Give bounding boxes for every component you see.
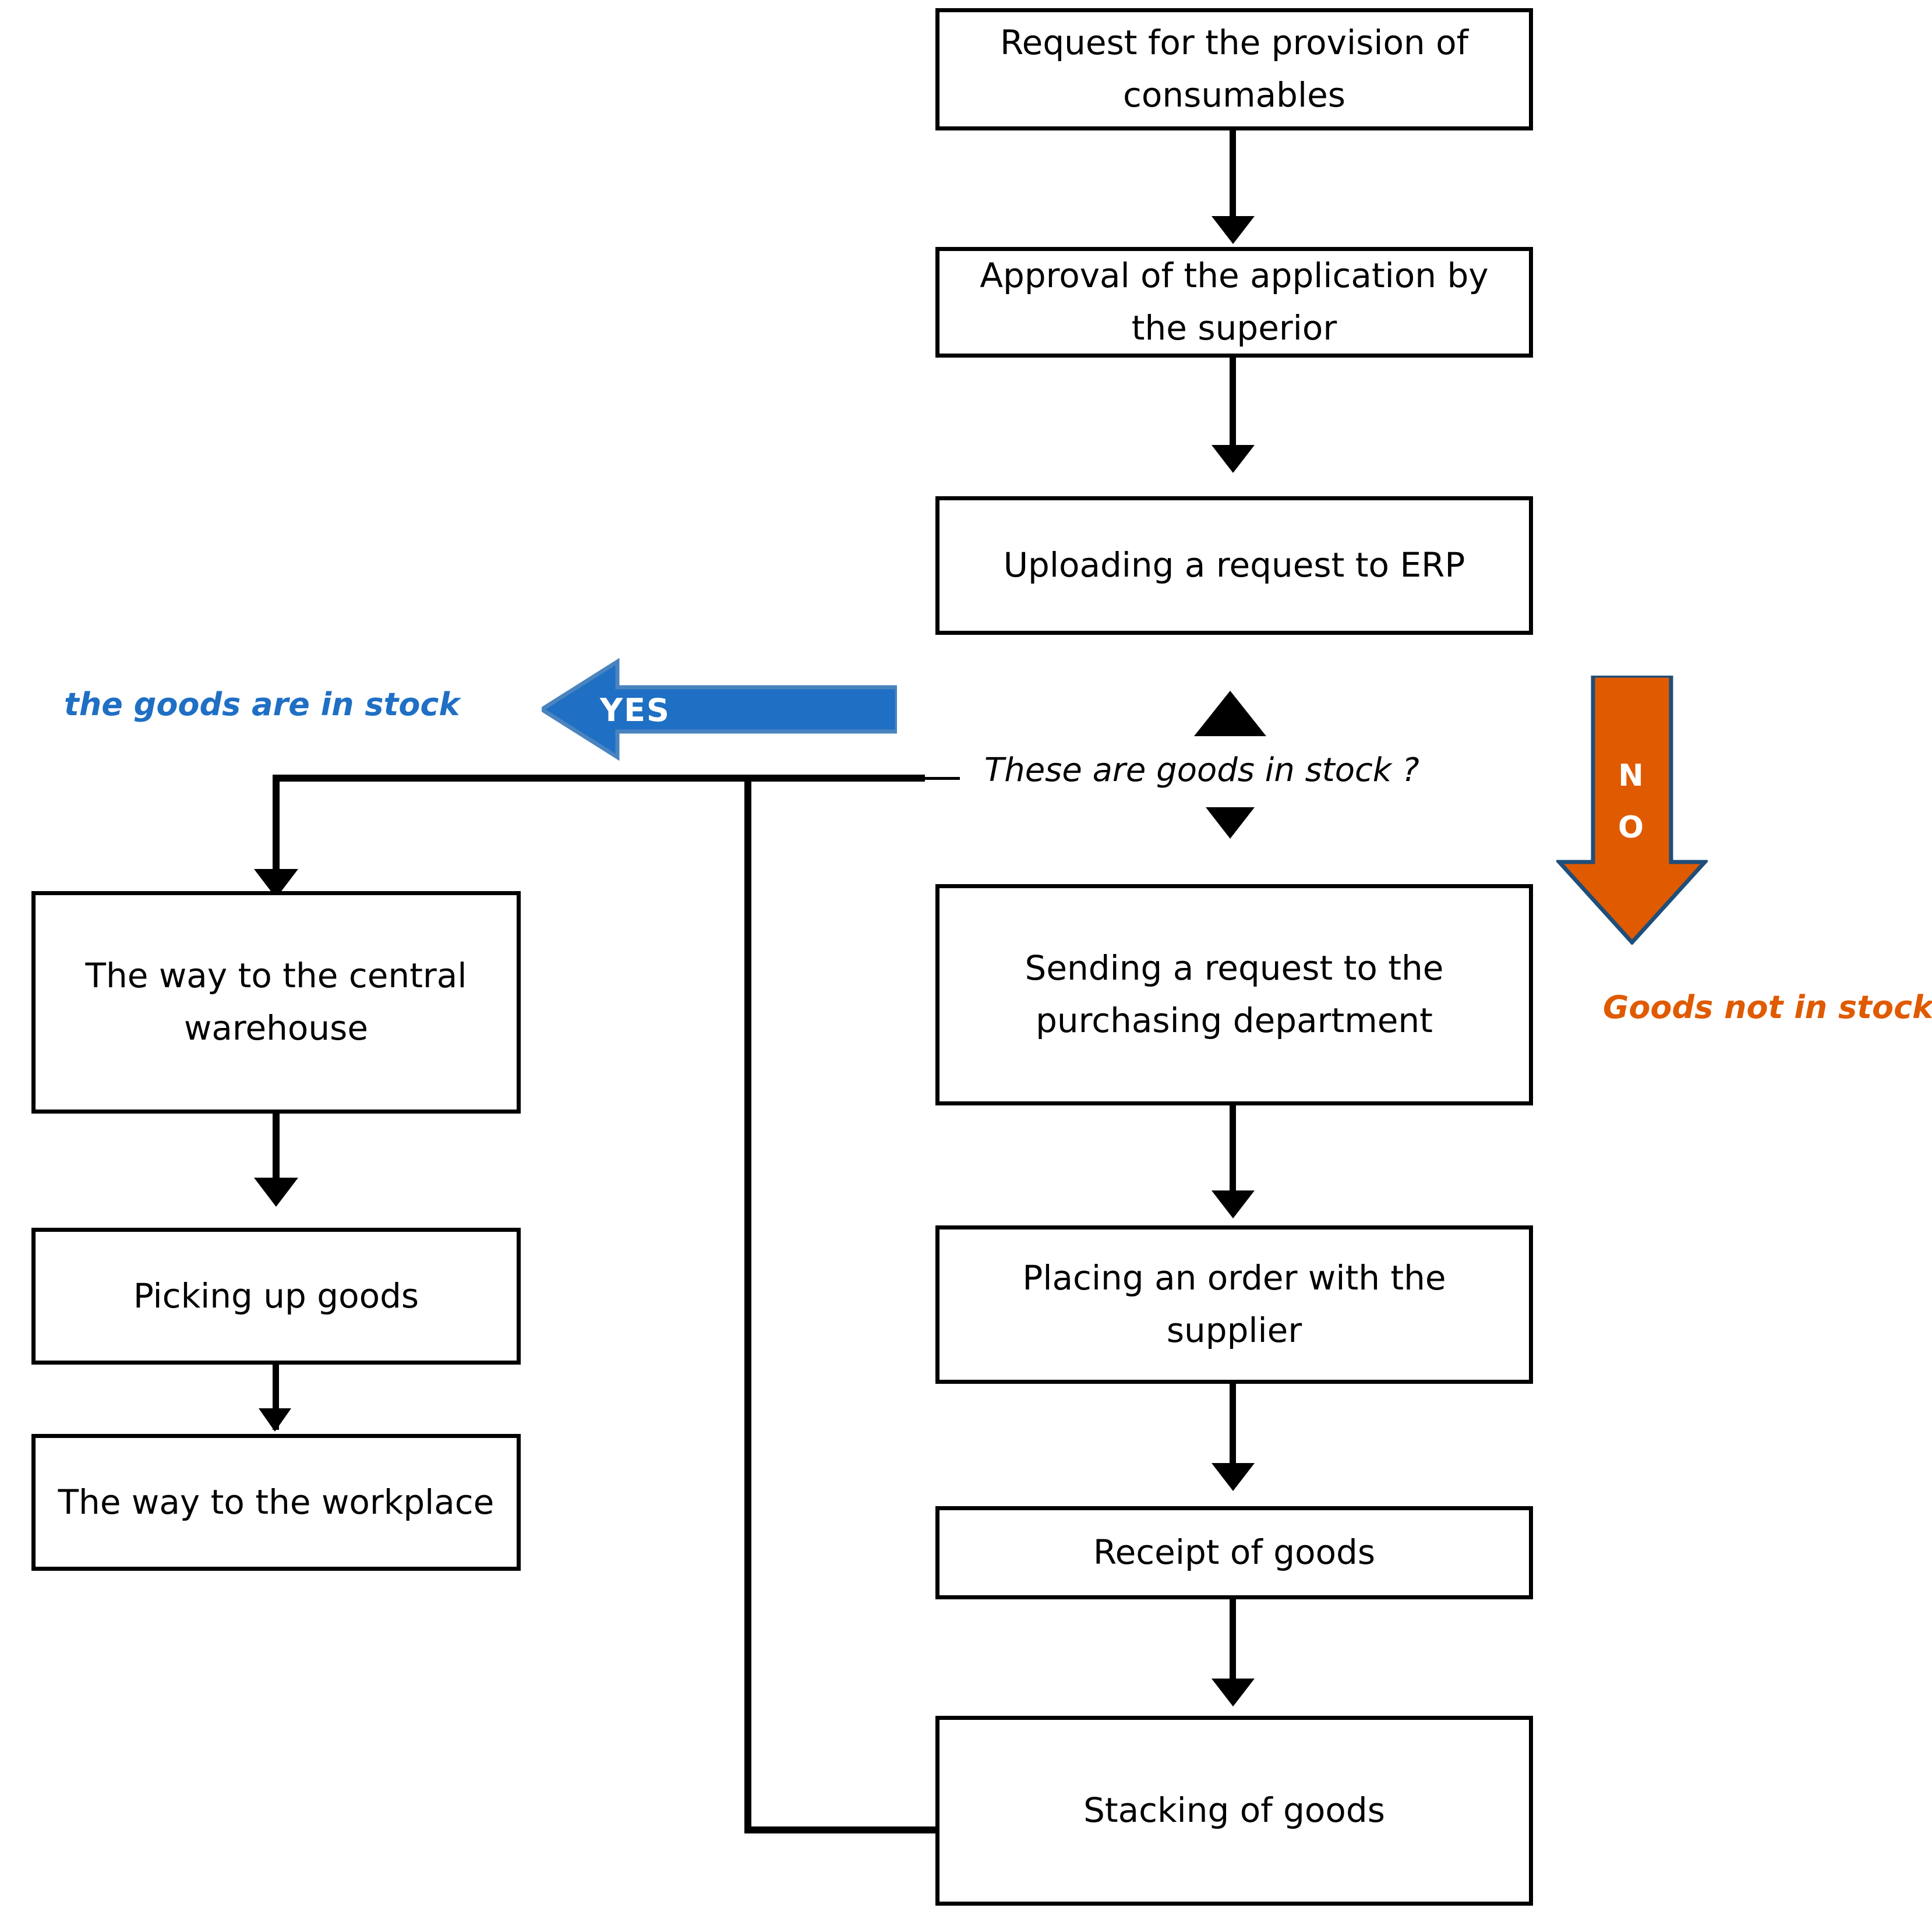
decision-triangle-down-icon — [1206, 807, 1255, 839]
node-workplace-label: The way to the workplace — [58, 1482, 495, 1522]
node-upload[interactable]: Uploading a request to ERP — [935, 496, 1533, 635]
node-stacking-label: Stacking of goods — [1083, 1790, 1385, 1831]
decision-bus-horizontal-tail — [925, 777, 960, 780]
arrowhead-approval-upload — [1212, 445, 1255, 473]
node-order-label: Placing an order with the supplier — [1022, 1258, 1446, 1350]
arrowhead-receipt-stacking — [1212, 1679, 1255, 1706]
node-upload-label: Uploading a request to ERP — [1003, 545, 1465, 585]
arrowhead-picking-workplace — [259, 1408, 291, 1432]
connector-request-approval — [1230, 130, 1236, 228]
yes-badge-label: YES — [600, 692, 670, 729]
node-workplace[interactable]: The way to the workplace — [31, 1434, 521, 1571]
node-receipt[interactable]: Receipt of goods — [935, 1506, 1533, 1599]
feedback-loop-vertical — [744, 775, 751, 1833]
node-picking-label: Picking up goods — [133, 1276, 419, 1316]
node-central-warehouse-label: The way to the central warehouse — [85, 956, 467, 1048]
node-receipt-label: Receipt of goods — [1093, 1532, 1376, 1573]
arrowhead-order-receipt — [1212, 1463, 1255, 1491]
node-approval[interactable]: Approval of the application by the super… — [935, 247, 1533, 358]
arrowhead-request-approval — [1212, 216, 1255, 244]
node-request[interactable]: Request for the provision of consumables — [935, 8, 1533, 130]
connector-receipt-stacking — [1230, 1599, 1236, 1694]
decision-bus-horizontal — [273, 775, 925, 782]
yes-block-arrow-icon — [542, 658, 897, 761]
no-caption-label: Goods not in stock — [1603, 989, 1932, 1026]
decision-question-label: These are goods in stock ? — [984, 751, 1419, 789]
arrowhead-central-picking — [254, 1178, 298, 1207]
yes-caption-label: the goods are in stock — [64, 686, 460, 723]
no-badge-label: N O — [1610, 750, 1651, 854]
no-badge-char-n: N — [1618, 758, 1644, 793]
connector-sending-order — [1230, 1105, 1236, 1203]
node-stacking[interactable]: Stacking of goods — [935, 1716, 1533, 1906]
node-sending[interactable]: Sending a request to the purchasing depa… — [935, 884, 1533, 1105]
node-request-label: Request for the provision of consumables — [999, 23, 1469, 115]
node-order[interactable]: Placing an order with the supplier — [935, 1225, 1533, 1384]
no-badge-char-o: O — [1617, 810, 1644, 846]
node-approval-label: Approval of the application by the super… — [980, 256, 1489, 348]
node-sending-label: Sending a request to the purchasing depa… — [1025, 948, 1444, 1040]
decision-triangle-up-icon — [1194, 691, 1266, 736]
node-central-warehouse[interactable]: The way to the central warehouse — [31, 891, 521, 1114]
node-picking[interactable]: Picking up goods — [31, 1228, 521, 1365]
no-block-arrow-icon — [1556, 676, 1708, 945]
connector-picking-workplace — [273, 1365, 279, 1430]
feedback-loop-horizontal — [744, 1826, 938, 1833]
connector-approval-upload — [1230, 358, 1236, 457]
arrowhead-sending-order — [1212, 1190, 1255, 1218]
connector-order-receipt — [1230, 1384, 1236, 1478]
connector-bus-to-central — [273, 775, 280, 884]
